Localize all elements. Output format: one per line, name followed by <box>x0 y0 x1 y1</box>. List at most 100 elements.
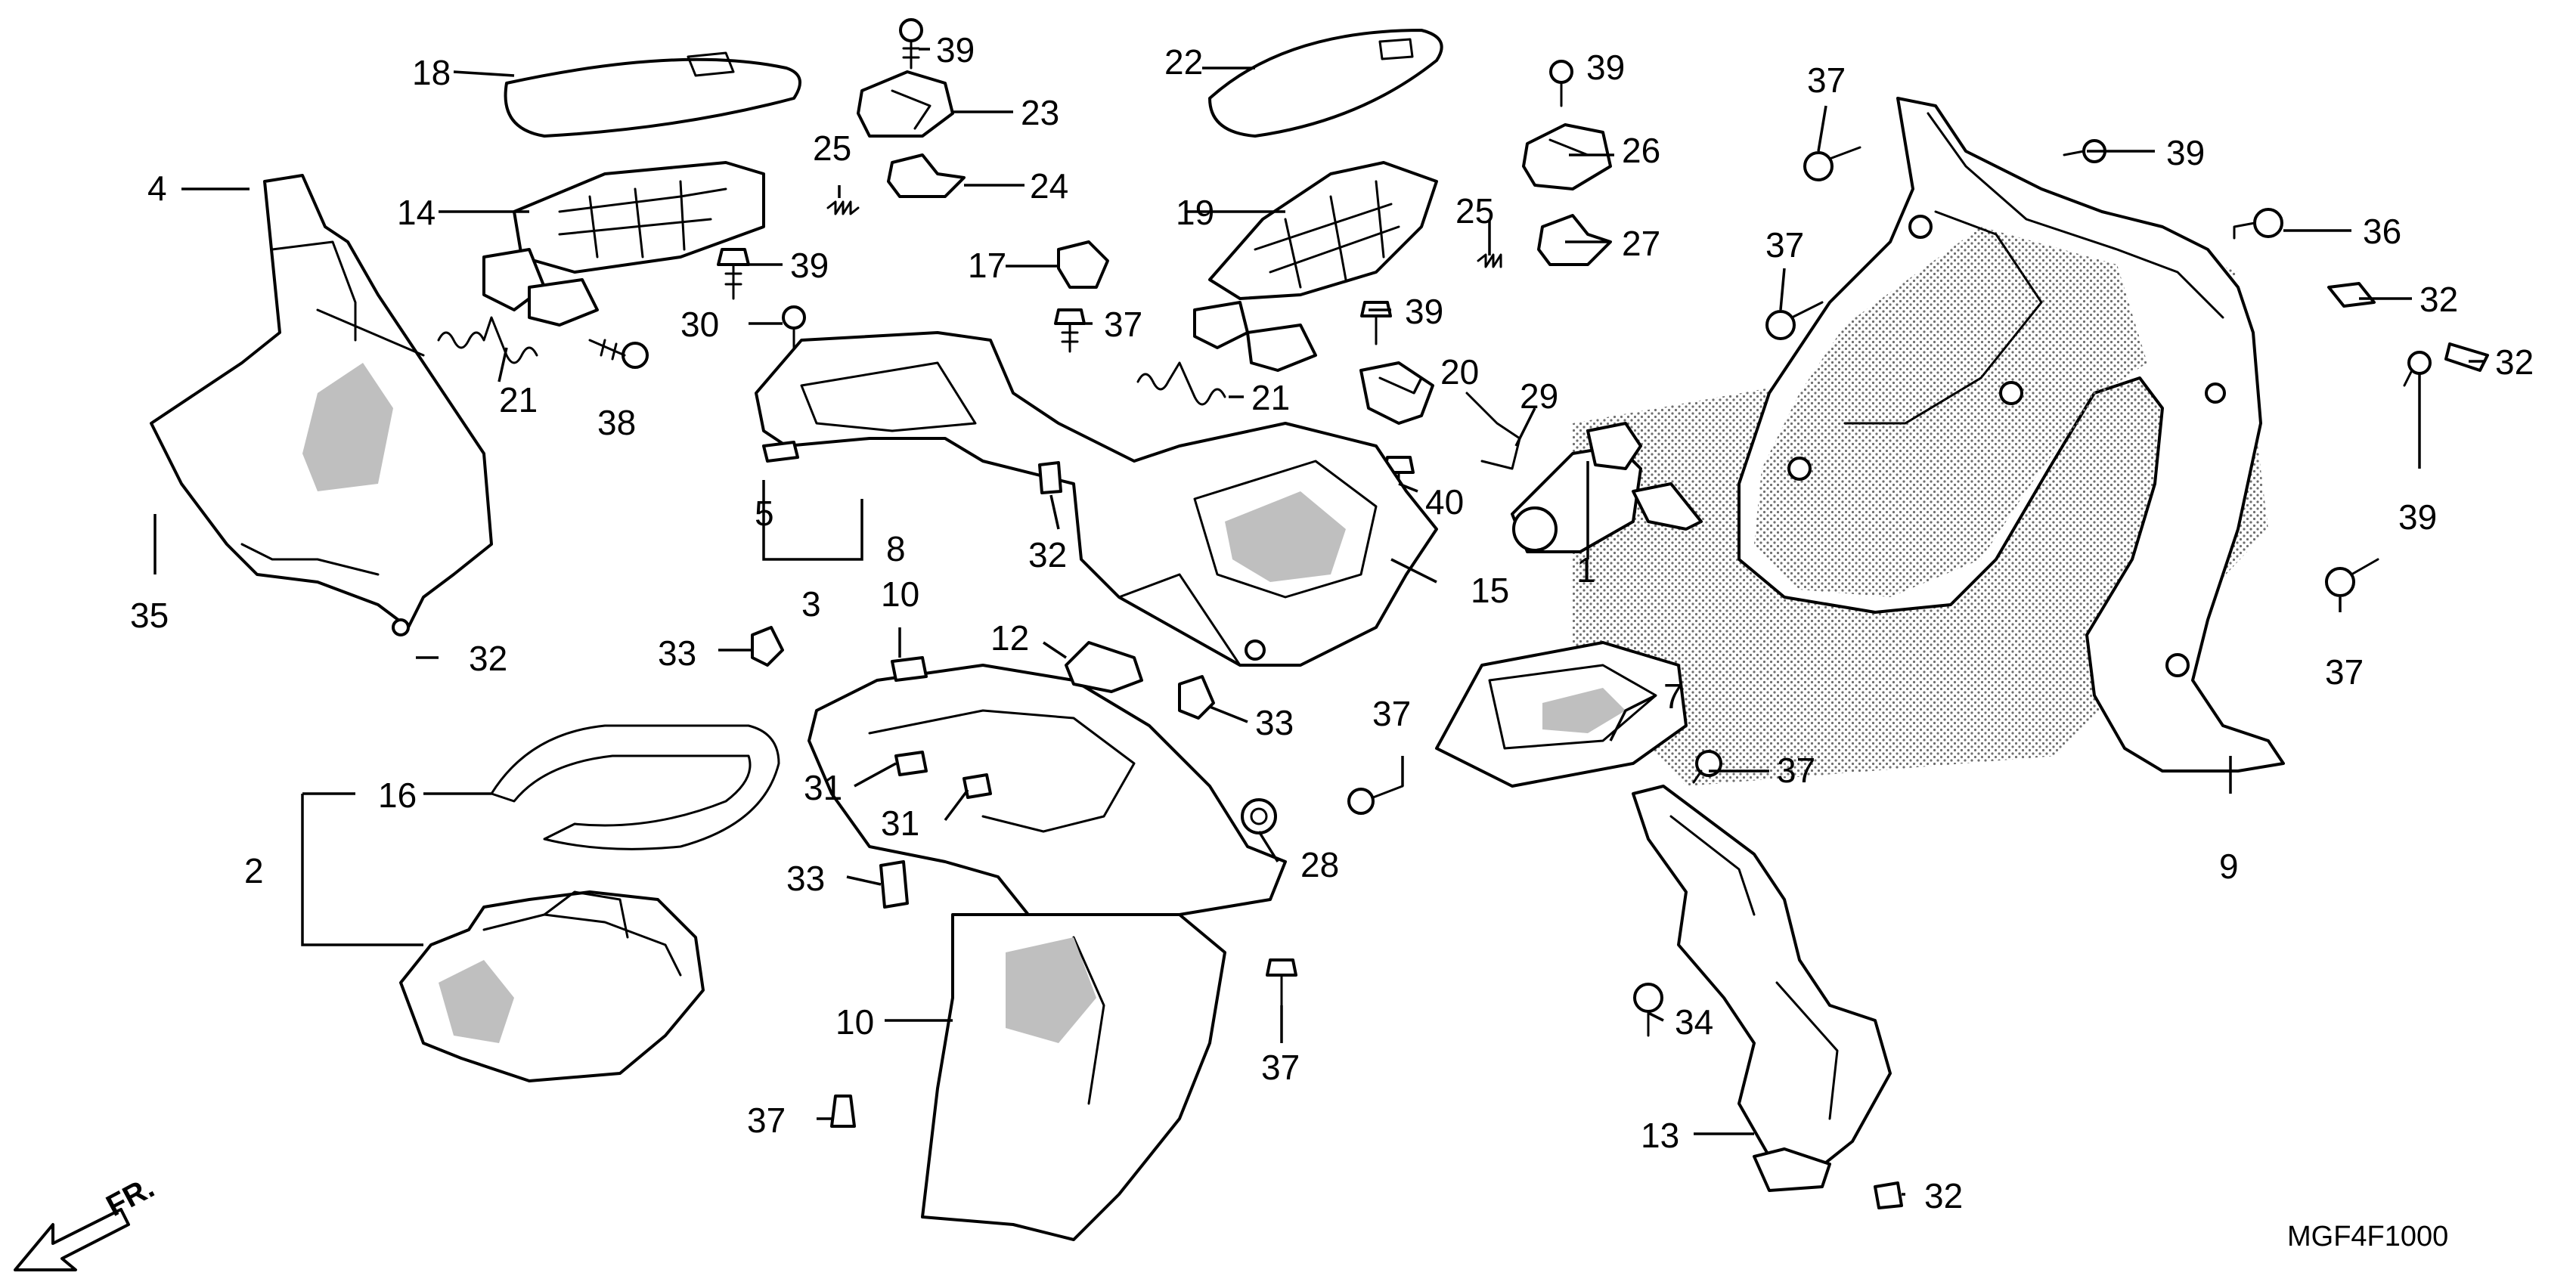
part-32-clip-right-1 <box>2327 282 2376 308</box>
part-25-spring-right <box>1477 253 1502 268</box>
screw-37-lower-2 <box>830 1095 856 1128</box>
part-33-clip-2 <box>1178 675 1215 720</box>
callout-19: 19 <box>1176 193 1214 232</box>
callout-22: 22 <box>1164 42 1203 82</box>
callout-8: 8 <box>886 529 906 568</box>
callout-14: 14 <box>397 193 436 232</box>
callout-32: 32 <box>2419 280 2458 319</box>
callout-10: 10 <box>881 574 919 614</box>
part-31-clip-1 <box>894 751 928 776</box>
part-16-seal <box>490 724 780 850</box>
callout-28: 28 <box>1300 845 1339 884</box>
callout-20: 20 <box>1440 352 1479 392</box>
callout-7: 7 <box>1663 677 1683 716</box>
callout-39: 39 <box>2398 497 2437 537</box>
callout-33: 33 <box>786 859 825 898</box>
callout-25: 25 <box>1455 191 1494 231</box>
screw-37-center-3 <box>1692 750 1722 784</box>
callout-25: 25 <box>813 128 851 168</box>
screw-39-mid <box>717 248 750 300</box>
callout-32: 32 <box>469 639 507 678</box>
part-29-clip <box>1465 392 1521 470</box>
callout-29: 29 <box>1520 376 1558 416</box>
part-2-box <box>399 890 705 1082</box>
part-13-duct <box>1632 785 1892 1192</box>
callout-27: 27 <box>1622 224 1660 263</box>
part-33-clip-1 <box>751 626 784 667</box>
part-26-clip <box>1522 123 1612 190</box>
part-25-spring-left <box>826 200 860 215</box>
part-21-spring-left <box>437 316 538 364</box>
callout-32: 32 <box>2495 342 2534 382</box>
callout-32: 32 <box>1924 1176 1963 1215</box>
screw-37-right-3 <box>2325 558 2379 597</box>
callout-4: 4 <box>147 169 167 208</box>
callout-10: 10 <box>835 1002 874 1042</box>
callout-16: 16 <box>378 776 417 815</box>
callout-37: 37 <box>1777 751 1815 790</box>
callout-37: 37 <box>1104 305 1142 344</box>
callout-24: 24 <box>1030 166 1068 206</box>
callout-37: 37 <box>747 1101 786 1140</box>
callout-23: 23 <box>1021 93 1059 132</box>
callout-21: 21 <box>499 380 538 420</box>
screw-39-top-left <box>899 18 923 70</box>
front-direction-arrow: FR. <box>14 1171 160 1271</box>
part-1-lock <box>1511 422 1703 553</box>
callout-18: 18 <box>412 53 451 92</box>
part-18-lid <box>504 51 801 138</box>
callout-33: 33 <box>658 633 696 673</box>
part-24-clip <box>887 153 966 198</box>
callout-17: 17 <box>968 246 1006 285</box>
callout-39: 39 <box>1586 48 1625 87</box>
screw-39-right-top <box>1549 60 1573 107</box>
part-21-spring-center <box>1136 361 1226 406</box>
part-32-clip-bottom <box>1874 1181 1903 1209</box>
part-22-lid <box>1208 29 1443 138</box>
callout-12: 12 <box>990 618 1029 658</box>
callout-31: 31 <box>804 768 842 807</box>
part-17-clip <box>1057 240 1109 289</box>
screw-37-center-2 <box>1347 785 1404 815</box>
bolt-34 <box>1633 983 1663 1037</box>
diagram-code: MGF4F1000 <box>2287 1221 2448 1252</box>
callout-40: 40 <box>1425 482 1464 522</box>
part-32-clip-right-2 <box>2444 342 2489 372</box>
screw-37-right-1 <box>1803 146 1861 181</box>
callout-39: 39 <box>1405 292 1443 331</box>
part-10-pad <box>891 656 928 682</box>
part-33-clip-3 <box>879 860 909 909</box>
callout-37: 37 <box>2325 652 2364 692</box>
part-19-frame <box>1193 161 1438 372</box>
part-20-bracket <box>1359 361 1434 425</box>
callout-37: 37 <box>1372 694 1411 733</box>
callout-39: 39 <box>790 246 829 285</box>
callout-2: 2 <box>244 851 264 890</box>
part-12-bracket <box>1065 641 1143 693</box>
callout-5: 5 <box>755 494 774 533</box>
callout-numbers: 4 18 14 21 35 32 39 23 25 24 39 30 38 22… <box>130 30 2534 1215</box>
screw-38 <box>588 339 649 369</box>
part-27-clip <box>1537 214 1612 266</box>
bolt-36 <box>2233 208 2283 240</box>
callout-37: 37 <box>1765 225 1804 265</box>
callout-35: 35 <box>130 596 169 635</box>
part-14-frame <box>482 161 765 327</box>
callout-26: 26 <box>1622 131 1660 170</box>
part-4-inner-cover <box>150 174 493 636</box>
screw-37-lower-1 <box>1266 958 1297 1007</box>
callout-39: 39 <box>936 30 975 70</box>
screw-37-right-2 <box>1765 301 1824 340</box>
screw-37-center <box>1054 308 1086 353</box>
callout-21: 21 <box>1251 378 1290 417</box>
callout-38: 38 <box>597 403 636 442</box>
bolt-30 <box>782 305 806 353</box>
part-32-clip-center <box>1038 461 1062 494</box>
callout-30: 30 <box>680 305 719 344</box>
part-31-clip-2 <box>963 773 992 799</box>
callout-15: 15 <box>1471 571 1509 610</box>
callout-13: 13 <box>1641 1116 1679 1155</box>
part-23-clip <box>857 70 954 138</box>
callout-33: 33 <box>1255 703 1294 742</box>
